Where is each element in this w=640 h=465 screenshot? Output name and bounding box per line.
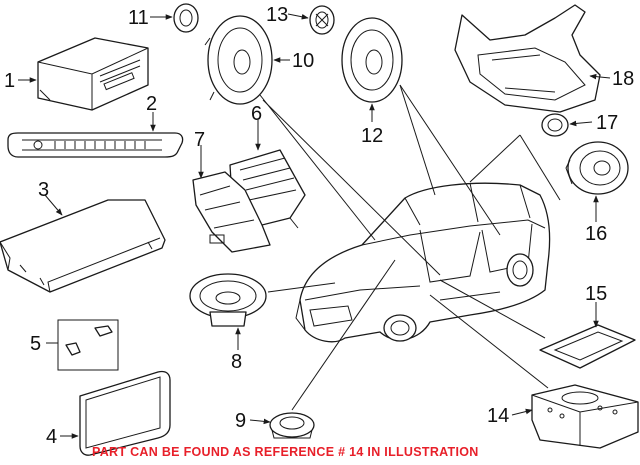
part-1-radio-unit [37,37,149,111]
reference-note: PART CAN BE FOUND AS REFERENCE # 14 IN I… [92,445,479,459]
callout-2: 2 [146,93,157,115]
part-16-speaker [565,141,629,195]
callout-16: 16 [585,223,607,245]
callout-3: 3 [38,179,49,201]
callout-7: 7 [194,129,205,151]
part-4-display-screen [79,370,171,456]
part-14-subwoofer [531,384,639,449]
callout-arrows [18,13,611,439]
part-5-clips [57,319,119,371]
part-15-speaker-plate [539,324,636,369]
callout-13: 13 [266,4,288,26]
vehicle-illustration [295,182,551,343]
callout-10: 10 [292,50,314,72]
part-8-speaker [189,273,267,327]
part-10-door-speaker [204,15,273,105]
callout-6: 6 [251,103,262,125]
part-17-tweeter-grille [541,113,569,137]
callout-labels: 1 2 3 4 5 6 7 8 9 10 11 12 13 14 15 16 1… [4,4,634,448]
callout-15: 15 [585,283,607,305]
callout-5: 5 [30,333,41,355]
callout-11: 11 [128,7,149,29]
part-9-tweeter [269,412,315,439]
part-18-trim-housing [454,4,601,113]
part-11-grille [173,3,199,33]
callout-17: 17 [596,112,618,134]
leader-lines [259,84,561,411]
callout-14: 14 [487,405,509,427]
part-3-display-housing [0,199,166,293]
part-7-bracket [192,171,271,253]
part-12-door-speaker [341,17,403,103]
callout-12: 12 [361,125,383,147]
part-2-control-panel [7,132,184,158]
callout-1: 1 [4,70,15,92]
callout-8: 8 [231,351,242,373]
callout-18: 18 [612,68,634,90]
callout-4: 4 [46,426,57,448]
part-13-grille [309,5,335,35]
callout-9: 9 [235,410,246,432]
